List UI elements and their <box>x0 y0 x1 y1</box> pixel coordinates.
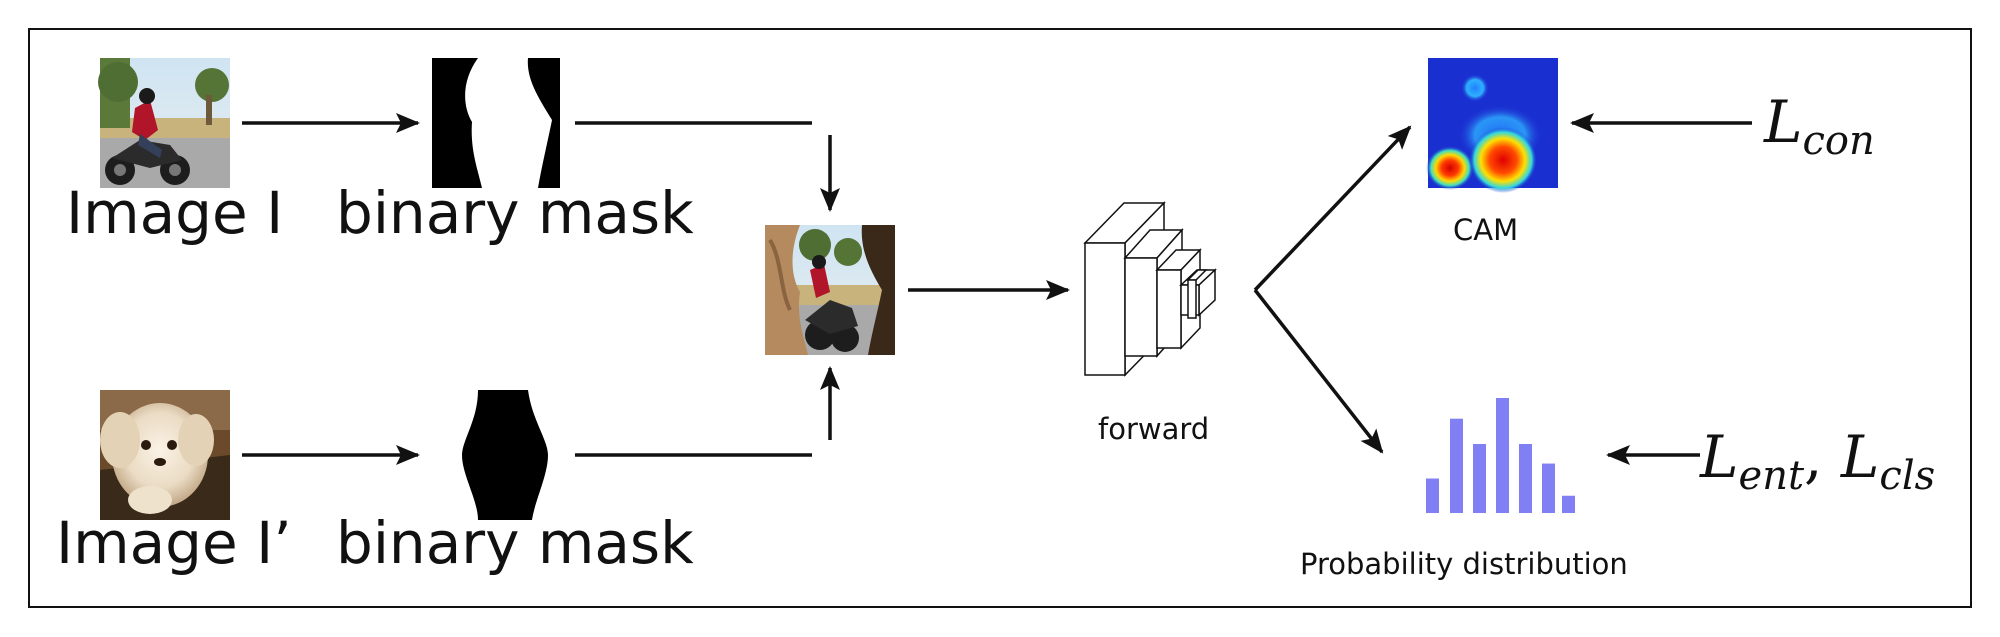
arrow-network-to-distribution <box>1253 288 1384 454</box>
binary-mask-bottom-label: binary mask <box>336 509 694 577</box>
forward-label: forward <box>1098 412 1210 446</box>
cnn-network-icon <box>1083 201 1217 377</box>
histogram-bar <box>1450 418 1463 513</box>
loss-cls-symbol: L <box>1840 423 1880 491</box>
image-i-prime-label: Image I’ <box>56 509 292 577</box>
loss-con-subscript: con <box>1802 118 1875 164</box>
loss-con-symbol: L <box>1764 88 1803 156</box>
cam-label: CAM <box>1453 213 1519 247</box>
loss-ent-subscript: ent <box>1738 453 1805 499</box>
histogram-bar <box>1426 478 1439 513</box>
mixed-image-icon <box>765 225 895 355</box>
dog-photo-icon <box>100 390 230 520</box>
binary-mask-bottom-icon <box>462 390 548 520</box>
loss-ent-symbol: L <box>1700 423 1739 491</box>
histogram-bar <box>1473 444 1486 513</box>
arrow-network-to-cam <box>1253 125 1412 292</box>
histogram-bar <box>1519 444 1532 513</box>
loss-con-label: Lcon <box>1764 93 1875 161</box>
cam-heatmap-icon <box>1426 58 1558 193</box>
image-i-label: Image I <box>66 179 284 247</box>
histogram-bar <box>1542 463 1555 513</box>
motorcycle-photo-icon <box>98 58 230 188</box>
probability-distribution-label: Probability distribution <box>1300 547 1628 581</box>
histogram-bar <box>1562 495 1575 513</box>
loss-ent-cls-label: Lent, Lcls <box>1700 428 1935 496</box>
histogram-bar <box>1496 398 1509 513</box>
loss-separator: , <box>1804 423 1841 491</box>
outer-frame <box>28 28 1972 608</box>
loss-cls-subscript: cls <box>1879 453 1936 499</box>
binary-mask-top-icon <box>432 58 560 188</box>
binary-mask-top-label: binary mask <box>336 179 694 247</box>
probability-histogram-icon <box>1426 398 1575 513</box>
